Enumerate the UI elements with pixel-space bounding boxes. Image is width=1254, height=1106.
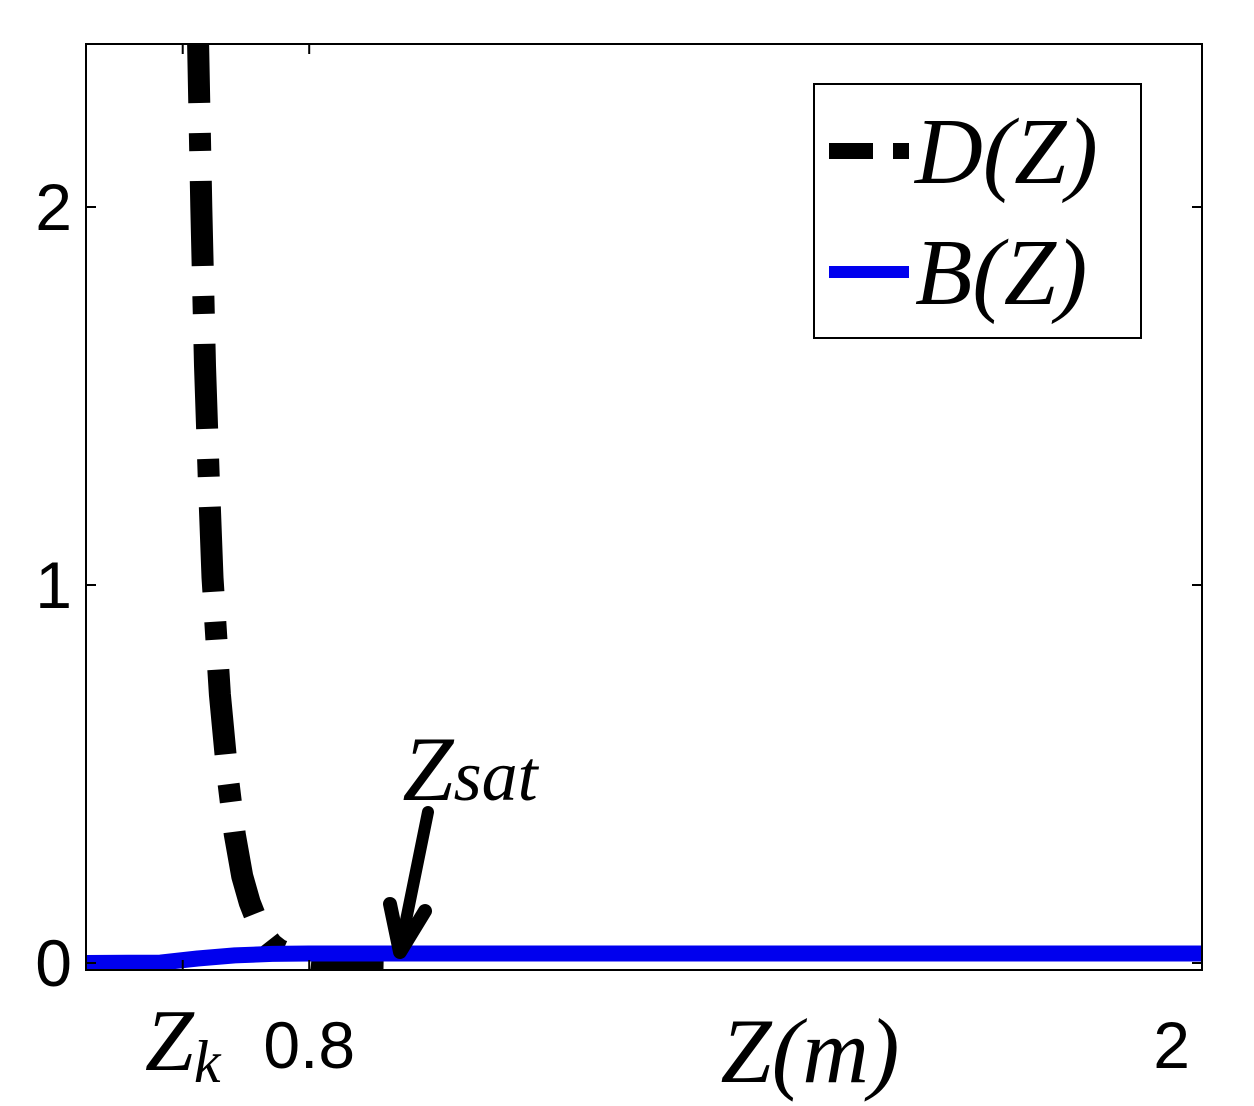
- x-tick-label: 2: [1153, 1008, 1190, 1082]
- x-axis-label: Z(m): [721, 1000, 900, 1102]
- x-tick-label: 0.8: [263, 1008, 355, 1082]
- annotation-layer: Zsat: [383, 718, 540, 959]
- series-layer: [86, 44, 1202, 970]
- legend-box: [813, 83, 1142, 339]
- annotation-arrow-shaft: [395, 806, 434, 951]
- annotation-arrow-head: [383, 897, 432, 959]
- annotation-label: Zsat: [402, 718, 539, 820]
- legend: D(Z) B(Z): [813, 83, 1142, 339]
- legend-label: D(Z): [913, 100, 1098, 204]
- x-tick-label: Zk: [145, 993, 222, 1095]
- series-line-b: [86, 945, 1202, 970]
- axes-box: [85, 43, 1203, 971]
- y-tick-label: 0: [35, 926, 72, 1000]
- y-tick-label: 1: [35, 548, 72, 622]
- series-line-d: [187, 44, 384, 970]
- y-tick-label: 2: [35, 170, 72, 244]
- legend-label: B(Z): [915, 221, 1087, 325]
